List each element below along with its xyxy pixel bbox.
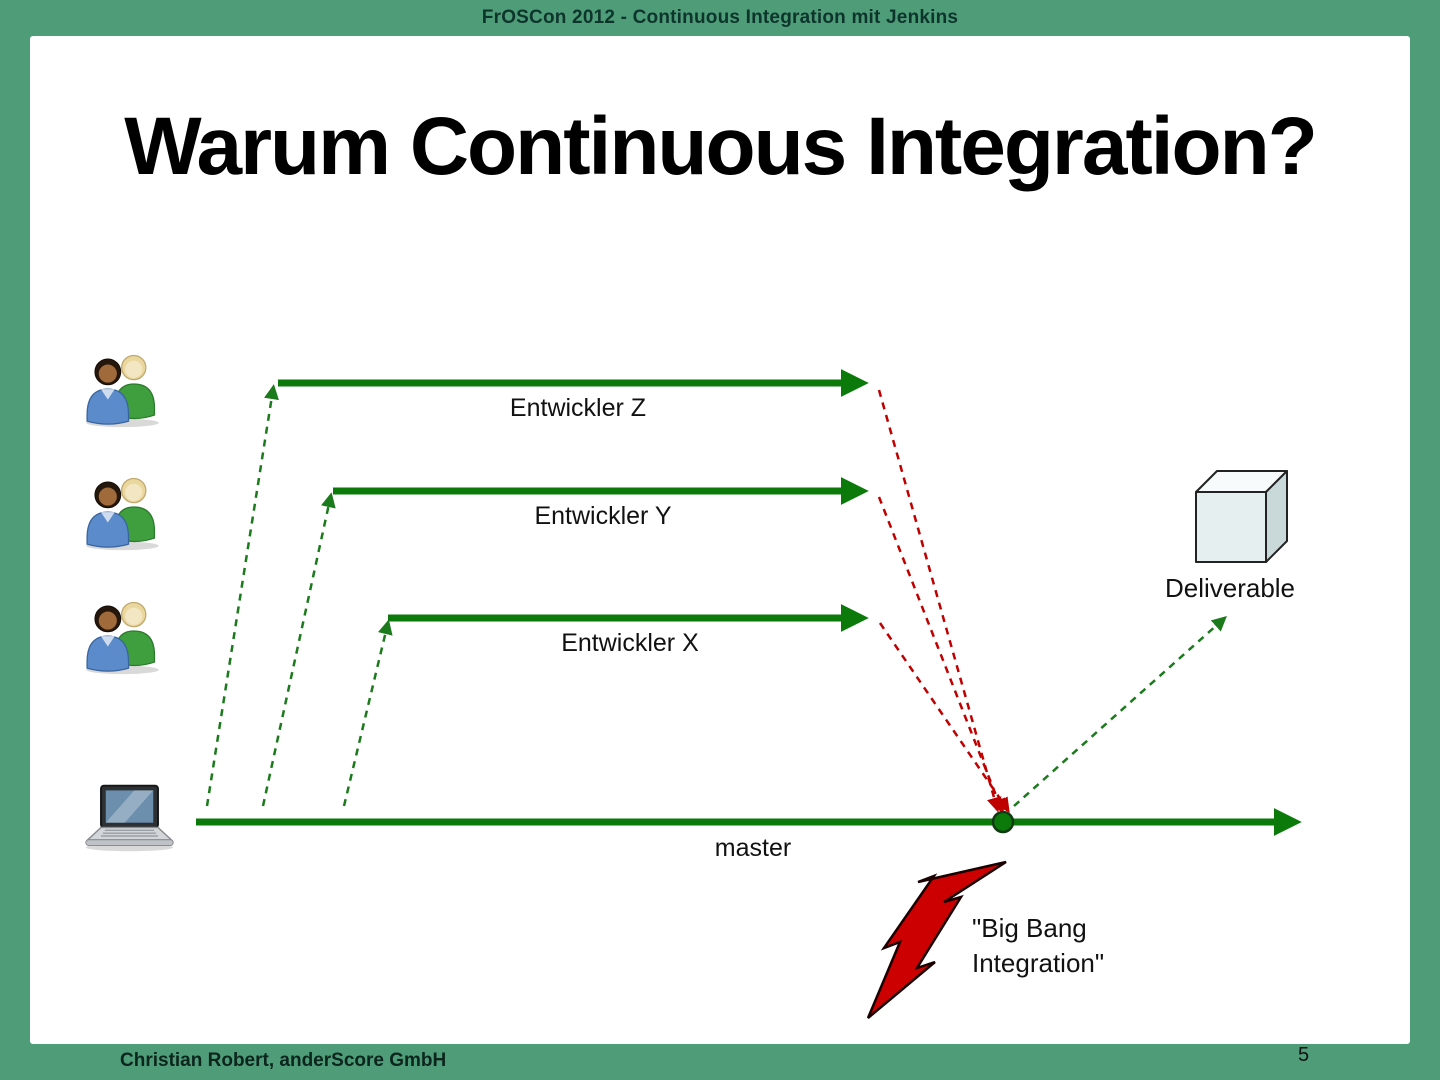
developers-icon-z [86,354,159,428]
deck-header: FrOSCon 2012 - Continuous Integration mi… [481,7,959,28]
slide-title: Warum Continuous Integration? [124,101,1318,192]
page-number: 5 [1298,1044,1310,1066]
big-bang-label-line2: Integration" [972,948,1105,978]
master-label: master [714,834,792,862]
developers-icon-y [86,477,159,551]
big-bang-label: "Big Bang Integration" [972,911,1104,981]
branch-label-entwickler-y: Entwickler Y [534,502,672,530]
big-bang-label-line1: "Big Bang [972,913,1087,943]
branch-label-entwickler-x: Entwickler X [561,629,699,657]
deliverable-label: Deliverable [1164,573,1296,603]
developers-icon-x [86,601,159,675]
laptop-icon [85,784,174,852]
branch-label-entwickler-z: Entwickler Z [509,394,647,422]
footer-author: Christian Robert, anderScore GmbH [120,1050,447,1071]
